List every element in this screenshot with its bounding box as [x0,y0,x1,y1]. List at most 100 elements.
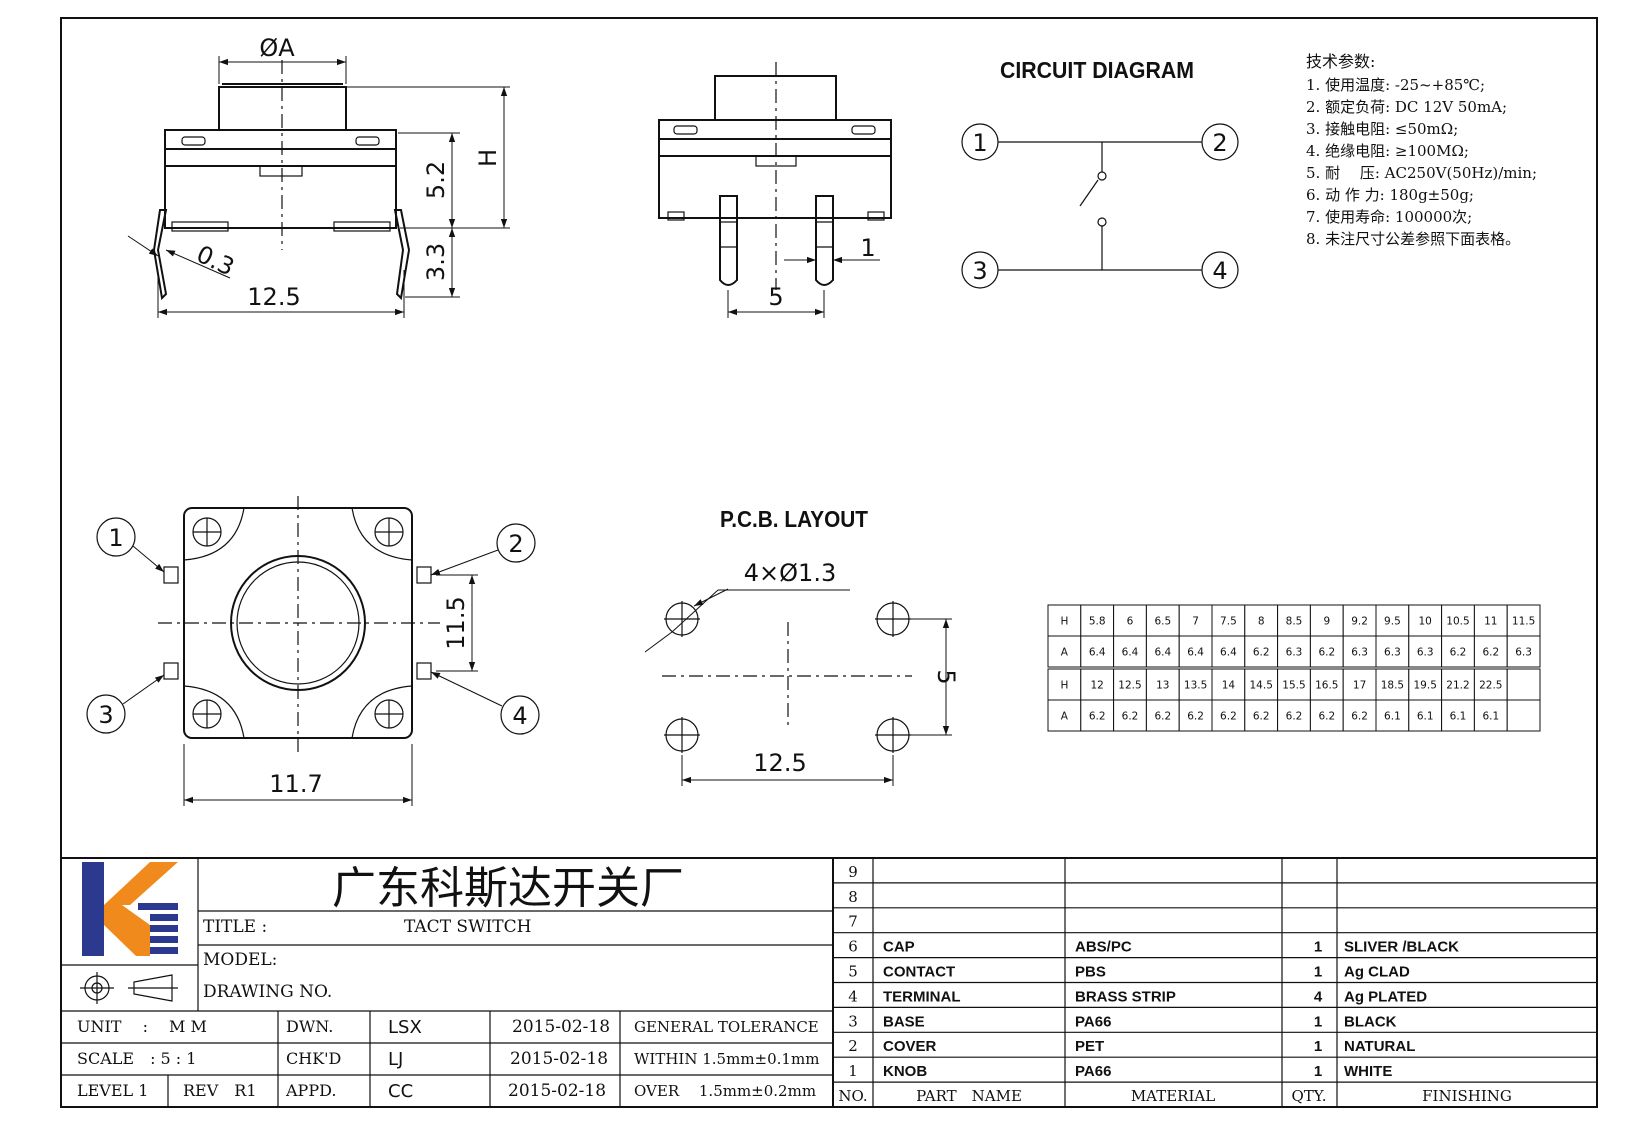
ha-cell-text: 6.2 [1253,647,1270,659]
ha-cell [1047,668,1082,701]
ha-cell-text: 7 [1192,616,1199,628]
ha-cell-text: 5.8 [1089,616,1106,628]
ha-cell [1211,699,1246,732]
ha-cell-text: 17 [1353,680,1366,692]
ha-cell-text: 11 [1484,616,1497,628]
ha-cell-text: 6.3 [1515,647,1532,659]
ha-cell [1309,635,1344,668]
bom-no: 6 [848,938,858,956]
chkd-label: CHK'D [286,1049,341,1068]
ha-cell-text: 9.2 [1351,616,1368,628]
ha-cell [1113,668,1147,701]
bom-material: PBS [1075,964,1106,981]
ha-cell [1244,668,1279,701]
bom-part: BASE [883,1013,925,1030]
level-label: LEVEL 1 [77,1081,148,1100]
ha-cell [1211,668,1246,701]
ha-cell-text: 6.3 [1286,647,1303,659]
ha-cell-text: 6.4 [1187,647,1204,659]
date-dwn: 2015-02-18 [512,1017,610,1037]
tolerance-over: OVER 1.5mm±0.2mm [634,1082,816,1100]
circuit-node-3: 3 [972,257,987,285]
ha-cell [1080,668,1115,701]
spec-item-2: 2. 额定负荷: DC 12V 50mA; [1306,98,1507,116]
ha-cell-text: 6 [1127,616,1134,628]
ha-cell [1145,604,1180,637]
ha-cell [1113,604,1147,637]
circuit-diagram: CIRCUIT DIAGRAM 1 2 3 4 [961,57,1239,289]
rev-label: REV R1 [183,1081,257,1100]
dim-11-7: 11.7 [269,770,322,798]
ha-cell-text: 21.2 [1446,680,1469,692]
ha-cell-text: 6.2 [1318,711,1335,723]
plan-pin-3: 3 [98,701,113,729]
ha-cell [1408,635,1443,668]
dwn-label: DWN. [286,1017,333,1036]
ha-cell-text: 6.2 [1122,711,1139,723]
ha-cell-text: 6.3 [1384,647,1401,659]
bom-finishing: BLACK [1344,1013,1397,1030]
specs-header: 技术参数: [1306,52,1375,71]
ha-cell-text: 9 [1323,616,1330,628]
ha-cell-text: 6.3 [1351,647,1368,659]
circuit-node-2: 2 [1212,129,1227,157]
ha-cell-text: 6.3 [1417,647,1434,659]
plan-view: 1 2 3 4 11.5 11.7 [86,496,540,806]
ha-cell-text: 6.2 [1253,711,1270,723]
ha-cell-text: 6.4 [1220,647,1237,659]
ha-cell [1441,668,1475,701]
bom-part: COVER [883,1038,937,1055]
ha-cell-text: 9.5 [1384,616,1401,628]
plan-pin-2: 2 [508,530,523,558]
spec-item-6: 6. 动 作 力: 180g±50g; [1306,186,1474,204]
plan-pin-4: 4 [512,702,527,730]
bom-header-qty: QTY. [1291,1087,1326,1105]
pcb-dim-5: 5 [932,669,960,684]
ha-cell-text: 8 [1258,616,1265,628]
front-profile-view: ØA H 5.2 3.3 12.5 0.3 [127,34,510,318]
ha-cell-text: 14 [1222,680,1236,692]
bom-no: 9 [848,863,858,881]
ha-cell-text: 10 [1419,616,1432,628]
ha-cell-text: 6.1 [1450,711,1467,723]
bom-header-no: NO. [838,1087,867,1105]
ha-cell-text: 13.5 [1184,680,1207,692]
ha-cell-text: 6.4 [1154,647,1171,659]
bom-finishing: Ag CLAD [1344,964,1410,981]
ha-cell [1145,668,1180,701]
bom-qty: 1 [1314,1063,1322,1080]
ha-cell-text: A [1061,647,1069,659]
bom-part: CONTACT [883,964,955,981]
dim-0-3: 0.3 [192,240,238,282]
bom-material: PET [1075,1038,1104,1055]
ha-cell-text: 6.2 [1220,711,1237,723]
ha-cell [1408,699,1443,732]
ha-cell-text: 6.2 [1482,647,1499,659]
ha-cell [1473,635,1508,668]
circuit-node-1: 1 [972,129,987,157]
ha-cell [1441,699,1475,732]
ha-cell-text: 13 [1156,680,1169,692]
bom-finishing: SLIVER /BLACK [1344,939,1459,956]
ha-cell [1441,635,1475,668]
circuit-title: CIRCUIT DIAGRAM [1000,57,1194,83]
title-value: TACT SWITCH [404,917,531,937]
bom-no: 7 [848,913,858,931]
ha-cell [1145,635,1180,668]
ha-cell [1506,604,1541,637]
ha-cell [1113,635,1147,668]
ha-cell [1309,604,1344,637]
bom-no: 4 [848,987,858,1005]
spec-item-3: 3. 接触电阻: ≤50mΩ; [1306,120,1458,138]
ha-cell [1375,699,1410,732]
ha-cell-text: 6.2 [1154,711,1171,723]
date-chkd: 2015-02-18 [510,1049,608,1069]
ha-cell-text: 11.5 [1512,616,1535,628]
dim-5-pins: 5 [768,283,783,311]
ha-cell [1309,699,1344,732]
projection-symbol [80,972,178,1004]
ha-cell [1506,668,1541,701]
dwn-by: LSX [388,1017,422,1038]
ha-cell [1408,668,1443,701]
